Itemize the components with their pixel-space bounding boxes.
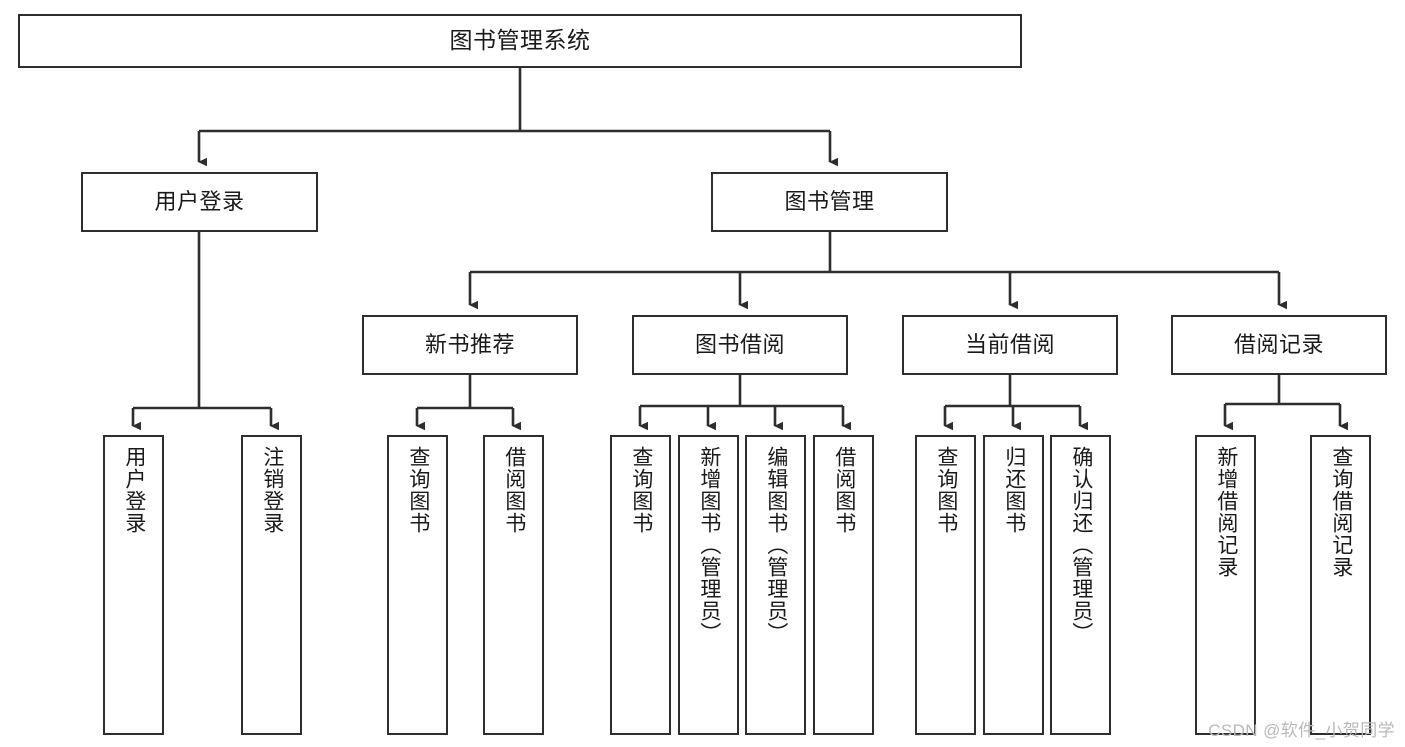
node-leaf-logout[interactable]: 注销登录 (241, 435, 302, 735)
node-label: 确认归还（管理员） (1069, 446, 1093, 644)
node-label: 用户登录 (154, 189, 245, 215)
node-label: 借阅图书 (502, 446, 526, 534)
node-leaf-return-book[interactable]: 归还图书 (983, 435, 1044, 735)
node-leaf-add-book-admin[interactable]: 新增图书（管理员） (678, 435, 739, 735)
node-user-login[interactable]: 用户登录 (81, 172, 318, 232)
node-leaf-borrow-book-recommend[interactable]: 借阅图书 (483, 435, 544, 735)
node-label: 图书借阅 (694, 332, 785, 358)
node-leaf-user-login[interactable]: 用户登录 (103, 435, 164, 735)
node-label: 图书管理 (784, 189, 875, 215)
node-label: 借阅记录 (1233, 332, 1324, 358)
node-label: 查询图书 (406, 446, 430, 534)
node-leaf-confirm-return-admin[interactable]: 确认归还（管理员） (1050, 435, 1111, 735)
node-current-borrow[interactable]: 当前借阅 (902, 315, 1118, 375)
node-label: 查询图书 (629, 446, 653, 534)
node-label: 查询借阅记录 (1329, 446, 1353, 578)
node-new-book-recommend[interactable]: 新书推荐 (362, 315, 578, 375)
node-label: 用户登录 (122, 446, 146, 534)
node-label: 编辑图书（管理员） (764, 446, 788, 644)
node-book-management[interactable]: 图书管理 (711, 172, 948, 232)
node-leaf-query-book-recommend[interactable]: 查询图书 (387, 435, 448, 735)
watermark-text: CSDN @软件_小贺同学 (1208, 721, 1395, 740)
node-label: 图书管理系统 (449, 27, 591, 54)
node-leaf-query-borrow-record[interactable]: 查询借阅记录 (1310, 435, 1371, 735)
node-leaf-borrow-book[interactable]: 借阅图书 (813, 435, 874, 735)
node-label: 新增借阅记录 (1214, 446, 1238, 578)
node-leaf-query-book-borrow[interactable]: 查询图书 (610, 435, 671, 735)
node-borrow-record[interactable]: 借阅记录 (1171, 315, 1387, 375)
node-label: 注销登录 (260, 446, 284, 534)
node-leaf-add-borrow-record[interactable]: 新增借阅记录 (1195, 435, 1256, 735)
node-label: 新书推荐 (424, 332, 515, 358)
node-label: 新增图书（管理员） (697, 446, 721, 644)
node-label: 查询图书 (934, 446, 958, 534)
node-label: 借阅图书 (832, 446, 856, 534)
node-leaf-query-book-current[interactable]: 查询图书 (915, 435, 976, 735)
node-label: 归还图书 (1002, 446, 1026, 534)
node-root-book-management-system[interactable]: 图书管理系统 (18, 14, 1022, 68)
node-label: 当前借阅 (964, 332, 1055, 358)
node-book-borrow[interactable]: 图书借阅 (632, 315, 848, 375)
node-leaf-edit-book-admin[interactable]: 编辑图书（管理员） (745, 435, 806, 735)
